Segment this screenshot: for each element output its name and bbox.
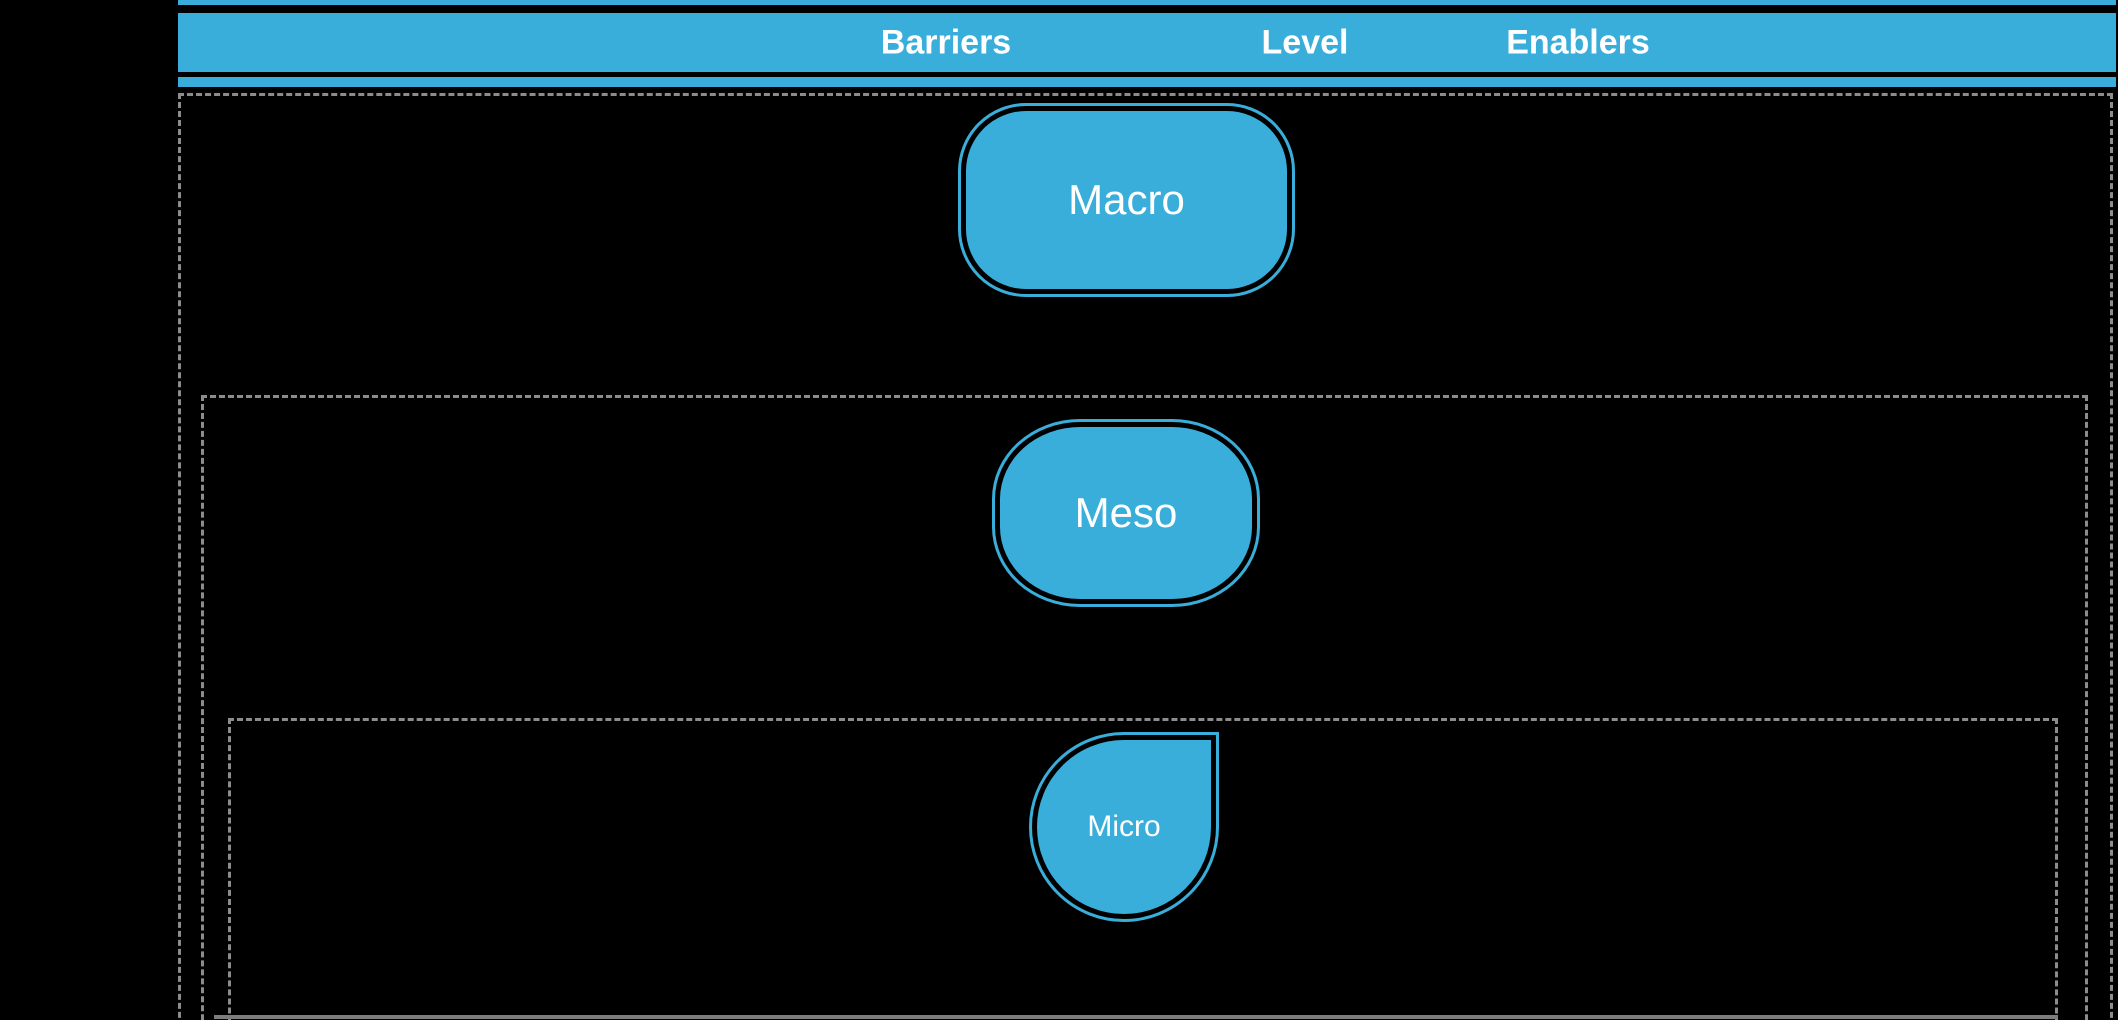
bottom-baseline bbox=[214, 1015, 2058, 1019]
meso-level-label: Meso bbox=[1000, 427, 1252, 599]
macro-level-label: Macro bbox=[966, 111, 1287, 289]
meso-level-dashed-region bbox=[201, 395, 2088, 1020]
macro-level-dashed-region bbox=[178, 93, 2113, 1020]
column-header-bar: Barriers Level Enablers bbox=[178, 13, 2116, 72]
column-header-level: Level bbox=[1261, 23, 1349, 61]
micro-level-dashed-region bbox=[228, 718, 2058, 1020]
micro-level-label: Micro bbox=[1037, 740, 1211, 914]
macro-level-shape: Macro bbox=[958, 103, 1295, 297]
micro-level-shape: Micro bbox=[1029, 732, 1219, 922]
meso-level-shape: Meso bbox=[992, 419, 1260, 607]
top-blue-strip bbox=[178, 0, 2116, 5]
column-header-enablers: Enablers bbox=[1506, 23, 1650, 61]
header-underline-strip bbox=[178, 77, 2116, 87]
column-header-barriers: Barriers bbox=[880, 23, 1012, 61]
